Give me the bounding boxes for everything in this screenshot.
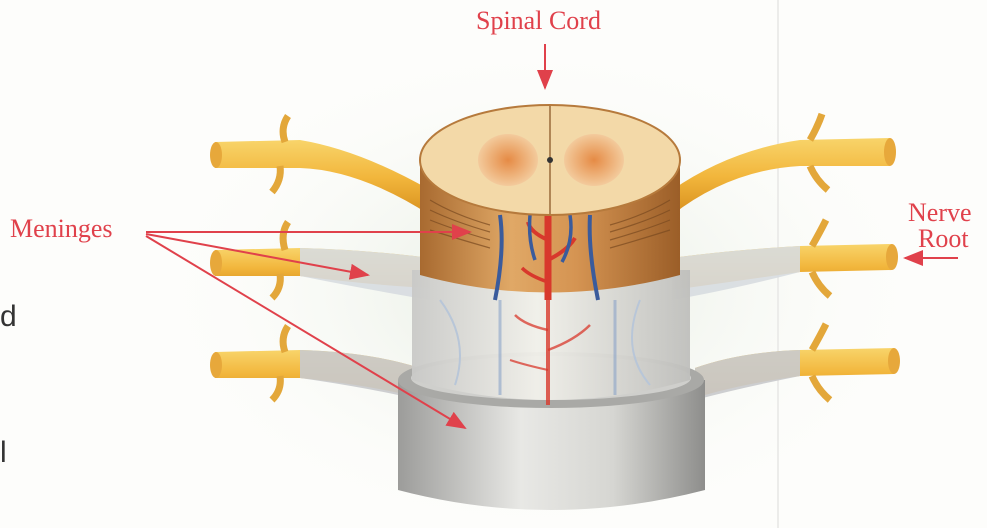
nerve-root-label-line1: Nerve bbox=[908, 200, 972, 226]
spinal-cord-cross-section bbox=[420, 105, 680, 215]
edge-text-fragment: l bbox=[0, 436, 7, 470]
gray-matter-right bbox=[564, 134, 624, 186]
meninges-label: Meninges bbox=[10, 216, 113, 242]
edge-text-fragment: d bbox=[0, 300, 17, 334]
gray-matter-left bbox=[478, 134, 538, 186]
nerve-root-label-line2: Root bbox=[918, 226, 969, 252]
spinal-cord-label: Spinal Cord bbox=[476, 8, 601, 34]
central-canal bbox=[547, 157, 553, 163]
